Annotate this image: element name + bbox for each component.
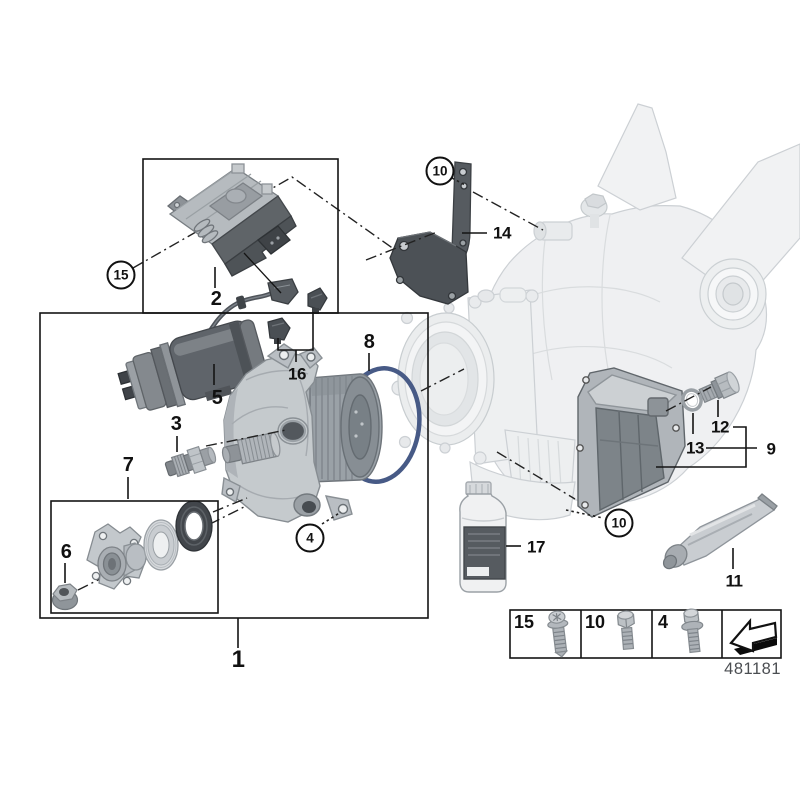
circled-callout-10-cover: 10 [604, 508, 634, 538]
callout-6: 6 [60, 541, 72, 563]
continuation-arrow-icon [729, 618, 778, 655]
callout-16: 16 [288, 364, 306, 384]
circled-callout-10-bracket: 10 [425, 156, 455, 186]
part-sealing-ring-13 [681, 388, 703, 412]
callout-11: 11 [725, 571, 743, 591]
callout-17: 17 [527, 537, 545, 557]
legend-label-4: 4 [658, 612, 669, 632]
part-oil-pan-cover [576, 367, 686, 518]
callout-8: 8 [363, 331, 375, 353]
flange-bolt-icon [681, 608, 704, 654]
leader-dashdot-15 [132, 176, 433, 277]
callout-7: 7 [122, 454, 134, 476]
part-oil-bottle-17 [459, 481, 507, 593]
part-actuator-motor-5 [117, 319, 268, 411]
dashdot-leaders [205, 191, 712, 513]
drawing-number: 481181 [724, 660, 781, 678]
callout-14: 14 [493, 223, 511, 243]
part-shaft-seal [175, 500, 213, 552]
part-holder-bracket-14 [389, 161, 472, 305]
hex-bolt-icon [616, 610, 635, 651]
group-boxes [39, 158, 429, 619]
part-collar-nut-6 [51, 583, 79, 611]
torx-screw-icon [547, 610, 569, 658]
part-bleeder-plug-3 [164, 445, 217, 478]
callout-3: 3 [170, 413, 182, 435]
callout-9: 9 [766, 439, 776, 459]
housing-output-flange [699, 258, 767, 330]
callout-12: 12 [711, 417, 729, 437]
callout-1: 1 [231, 646, 245, 673]
box-group-7 [50, 500, 219, 614]
legend-label-15: 15 [514, 612, 535, 632]
solid-leaders [64, 232, 757, 648]
part-sealant-tube-11 [662, 493, 778, 570]
callout-13: 13 [686, 438, 704, 458]
part-cable-clip-16b [307, 287, 328, 314]
part-cable-clip-16a [267, 317, 291, 344]
circled-callout-15: 15 [106, 260, 136, 290]
legend-label-10: 10 [585, 612, 606, 632]
callout-5: 5 [211, 387, 223, 409]
callout-2: 2 [210, 288, 222, 310]
box-group-2 [142, 158, 339, 314]
part-output-flange-7 [86, 523, 147, 590]
part-drain-plug-12 [698, 371, 740, 404]
part-bearing-ring [143, 519, 179, 571]
housing-top-fin [597, 103, 677, 211]
circled-callout-4: 4 [295, 523, 325, 553]
part-control-unit-2 [166, 163, 297, 277]
dotted-leaders [321, 177, 604, 525]
